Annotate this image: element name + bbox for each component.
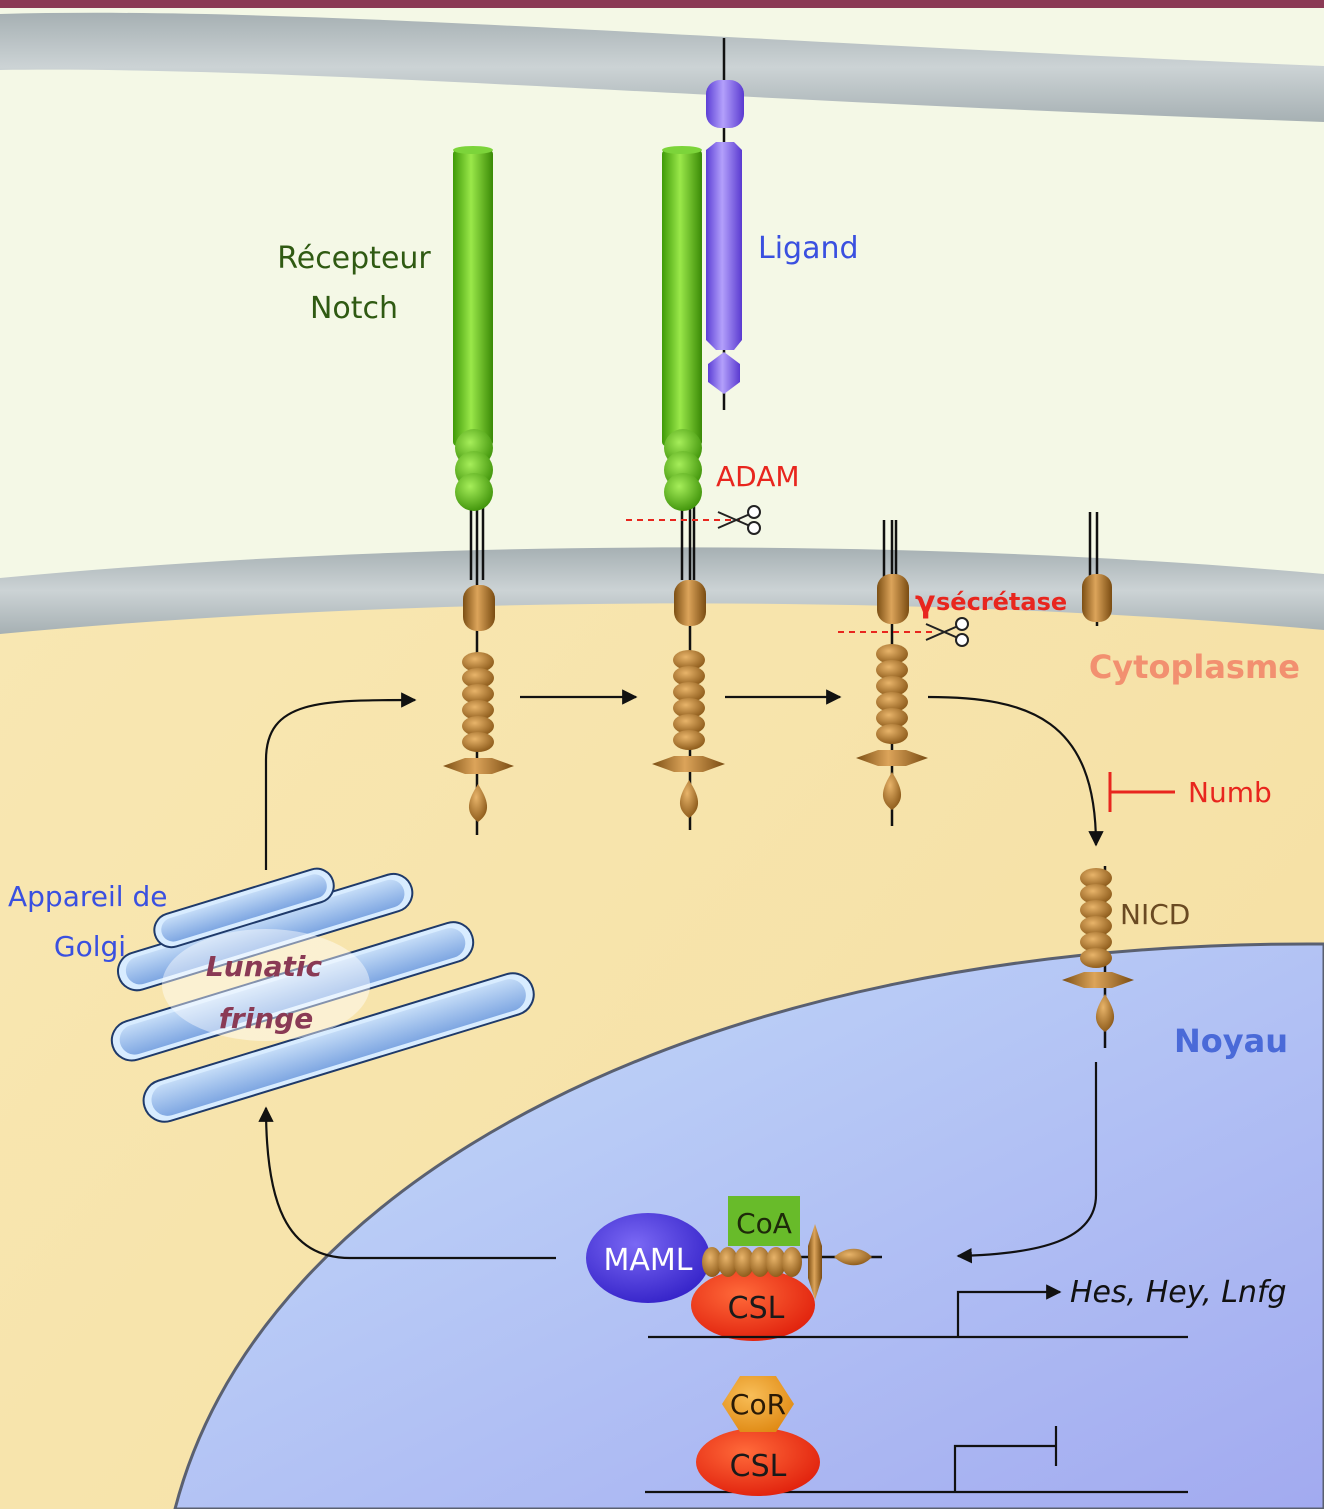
golgi-label-line2: Golgi bbox=[54, 930, 126, 963]
golgi-apparatus bbox=[110, 867, 535, 1123]
numb-label: Numb bbox=[1188, 776, 1272, 809]
notch-receptor-2 bbox=[652, 146, 725, 830]
gamma-secretase-label: sécrétase bbox=[936, 588, 1067, 616]
lunatic-fringe-label-line2: fringe bbox=[219, 1002, 314, 1035]
nuclear-entry-arrow bbox=[956, 1062, 1098, 1264]
target-genes-label: Hes, Hey, Lnfg bbox=[1070, 1275, 1287, 1310]
nicd-fragment bbox=[1062, 866, 1134, 1048]
csl-repressed-protein bbox=[696, 1428, 820, 1496]
notch-receptor-3 bbox=[856, 520, 928, 826]
numb-inhibition-icon bbox=[1108, 772, 1175, 812]
top-border bbox=[0, 0, 1324, 8]
csl-active-label: CSL bbox=[728, 1291, 785, 1326]
ligand-label: Ligand bbox=[758, 231, 859, 266]
receptor-label-line2: Notch bbox=[310, 291, 398, 326]
active-promoter-arrow bbox=[956, 1284, 1062, 1337]
membrane-stub bbox=[1082, 512, 1112, 626]
nucleus-label: Noyau bbox=[1174, 1022, 1288, 1060]
ligand-cell-membrane bbox=[0, 12, 1324, 122]
ligand-protein bbox=[706, 38, 744, 410]
activation-complex bbox=[586, 1196, 882, 1341]
lunatic-fringe-label-line1: Lunatic bbox=[206, 950, 323, 983]
coa-protein bbox=[728, 1196, 800, 1246]
repressor-complex bbox=[696, 1376, 820, 1496]
cor-label: CoR bbox=[730, 1388, 786, 1421]
receptor-label-line1: Récepteur bbox=[277, 241, 431, 276]
repressed-promoter bbox=[953, 1444, 1056, 1492]
golgi-label-line1: Appareil de bbox=[8, 880, 167, 913]
maml-protein bbox=[586, 1213, 710, 1303]
adam-label: ADAM bbox=[716, 460, 800, 493]
pathway-arrows bbox=[258, 689, 1104, 1264]
nicd-label: NICD bbox=[1120, 898, 1190, 931]
cor-protein bbox=[722, 1376, 794, 1432]
maml-label: MAML bbox=[603, 1243, 692, 1278]
csl-active-protein bbox=[691, 1269, 815, 1341]
adam-scissors-icon bbox=[717, 505, 761, 535]
csl-repressed-label: CSL bbox=[730, 1449, 787, 1484]
gamma-symbol-label: γ bbox=[915, 585, 935, 620]
release-nicd-arrow bbox=[927, 695, 1104, 847]
feedback-to-golgi-arrow bbox=[258, 1106, 556, 1260]
notch-receptor-1 bbox=[443, 146, 514, 835]
coa-label: CoA bbox=[736, 1207, 792, 1240]
receiving-cell-membrane bbox=[0, 547, 1324, 634]
gamma-scissors-icon bbox=[925, 617, 969, 647]
cytoplasm-label: Cytoplasme bbox=[1089, 648, 1300, 686]
golgi-to-membrane-arrow bbox=[264, 692, 417, 870]
